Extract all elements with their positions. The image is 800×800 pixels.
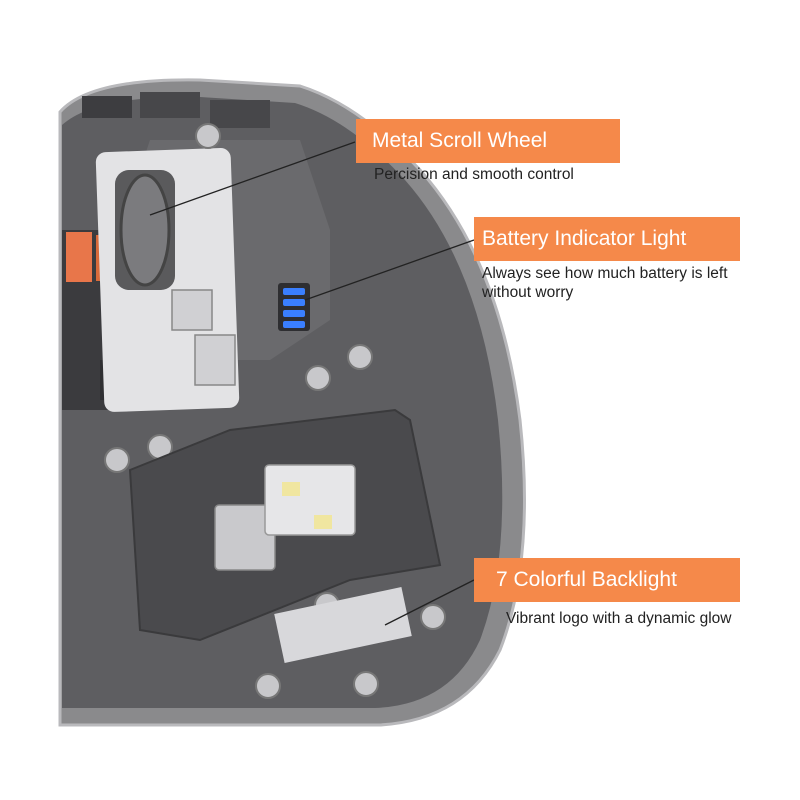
callout-line-battery bbox=[304, 239, 475, 301]
backlight-logo bbox=[274, 587, 412, 663]
usb-receiver-plug bbox=[264, 464, 356, 536]
mode-button bbox=[171, 289, 213, 331]
callout-desc-backlight: Vibrant logo with a dynamic glow bbox=[506, 610, 732, 627]
usb-receiver-body bbox=[214, 504, 276, 571]
callout-desc-scroll-wheel: Percision and smooth control bbox=[374, 166, 574, 183]
dpi-button bbox=[194, 334, 236, 386]
callout-title-backlight: 7 Colorful Backlight bbox=[474, 558, 740, 602]
callout-title-battery-indicator: Battery Indicator Light bbox=[474, 217, 740, 261]
callout-desc-battery-indicator: Always see how much battery is left with… bbox=[482, 265, 728, 301]
callout-line-scroll bbox=[149, 141, 356, 216]
callout-title-scroll-wheel: Metal Scroll Wheel bbox=[356, 119, 620, 163]
scroll-wheel bbox=[119, 173, 171, 287]
callout-line-backlight bbox=[384, 579, 475, 626]
